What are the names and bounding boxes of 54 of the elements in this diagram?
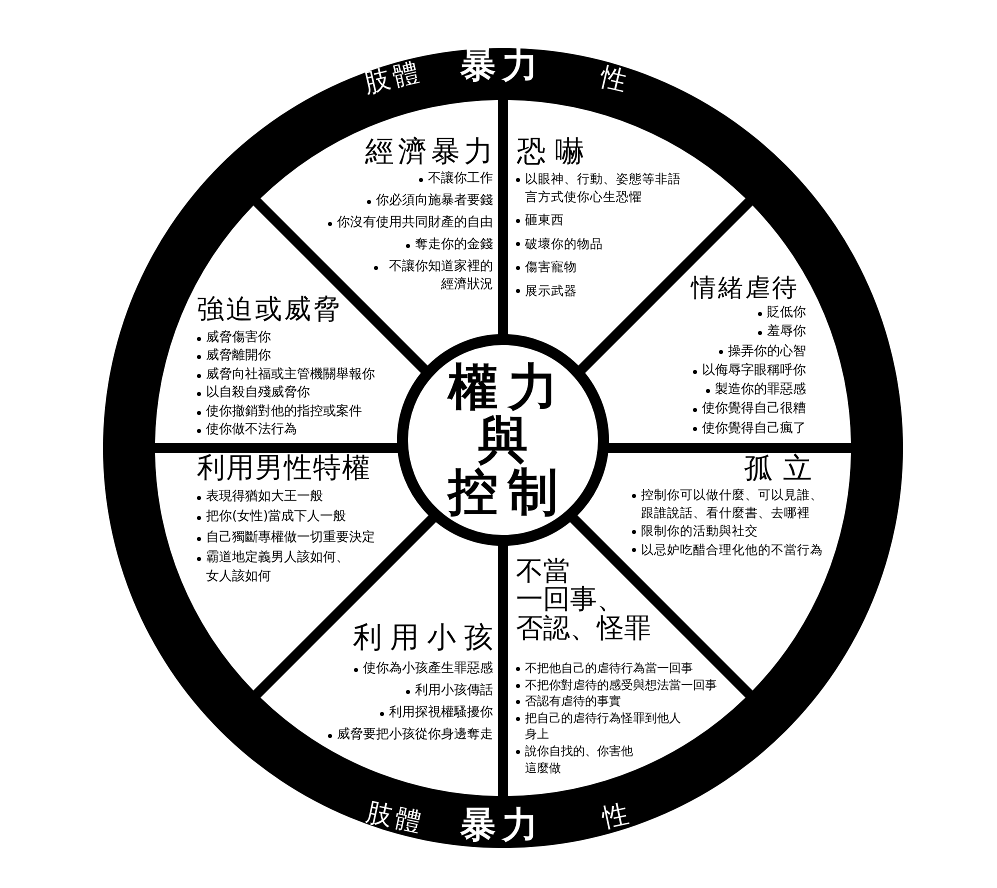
sector-heading: 孤立 bbox=[744, 453, 822, 485]
bullet-item: 製造你的罪惡感 bbox=[704, 381, 806, 400]
bullet-item: 使你撤銷對他的指控或案件 bbox=[195, 402, 362, 422]
sector-heading: 經濟暴力 bbox=[365, 136, 497, 168]
bullet-item: 不讓你知道家裡的經濟狀況 bbox=[372, 258, 493, 294]
bullet-item: 表現得猶如大王一般 bbox=[195, 488, 323, 506]
ring-label: 肢體 bbox=[364, 799, 426, 837]
bullet-item: 使你覺得自己很糟 bbox=[691, 400, 806, 419]
ring-label: 暴力 bbox=[460, 808, 544, 844]
bullet-item: 不讓你工作 bbox=[417, 170, 493, 188]
sector-heading: 強迫或威脅 bbox=[197, 295, 342, 325]
bullet-item: 奪走你的金錢 bbox=[404, 236, 493, 254]
sector-heading: 利用男性特權 bbox=[197, 453, 371, 484]
ring-label: 暴力 bbox=[460, 48, 544, 84]
center-title: 權力與控制 bbox=[448, 361, 568, 519]
bullet-item: 貶低你 bbox=[756, 304, 806, 322]
ring-label: 肢體 bbox=[362, 58, 424, 98]
bullet-item: 自己獨斷專權做一切重要決定 bbox=[195, 528, 375, 548]
bullet-item: 威脅離開你 bbox=[195, 347, 271, 366]
sector-heading: 情緒虐待 bbox=[691, 274, 799, 302]
bullet-item: 以眼神、行動、姿態等非語言方式使你心生恐懼 bbox=[514, 170, 692, 205]
bullet-item: 利用探視權騷擾你 bbox=[378, 704, 493, 722]
sector-heading: 利用小孩 bbox=[353, 622, 501, 654]
bullet-item: 羞辱你 bbox=[756, 323, 806, 342]
bullet-item: 控制你可以做什麼、可以見誰、跟誰說話、看什麼書、去哪裡 bbox=[630, 486, 826, 521]
ring-label: 性 bbox=[600, 800, 634, 832]
bullet-item: 使你做不法行為 bbox=[195, 421, 297, 440]
bullet-item: 利用小孩傳話 bbox=[404, 682, 493, 700]
bullet-item: 使你覺得自己瘋了 bbox=[691, 420, 806, 438]
bullet-item: 你沒有使用共同財產的自由 bbox=[326, 214, 493, 232]
bullet-item: 否認有虐待的事實 bbox=[514, 693, 621, 710]
sector-heading: 不當一回事、否認、怪罪 bbox=[516, 558, 651, 644]
bullet-item: 霸道地定義男人該如何、女人該如何 bbox=[195, 549, 355, 586]
bullet-item: 破壞你的物品 bbox=[514, 234, 603, 252]
ring-label: 性 bbox=[598, 64, 632, 96]
bullet-item: 限制你的活動與社交 bbox=[630, 522, 758, 540]
bullet-item: 傷害寵物 bbox=[514, 258, 577, 276]
bullet-item: 威脅要把小孩從你身邊奪走 bbox=[326, 726, 493, 744]
bullet-item: 操弄你的心智 bbox=[717, 342, 806, 361]
bullet-item: 砸東西 bbox=[514, 211, 564, 228]
bullet-item: 展示武器 bbox=[514, 282, 577, 299]
bullet-item: 不把你對虐待的感受與想法當一回事 bbox=[514, 676, 717, 694]
bullet-item: 以忌妒吃醋合理化他的不當行為 bbox=[630, 540, 823, 558]
bullet-item: 你必須向施暴者要錢 bbox=[365, 192, 493, 210]
sector-heading: 恐嚇 bbox=[517, 136, 593, 168]
bullet-item: 威脅向社福或主管機關舉報你 bbox=[195, 366, 375, 384]
bullet-item: 把你(女性)當成下人一般 bbox=[195, 508, 346, 527]
bullet-item: 以自殺自殘威脅你 bbox=[195, 384, 310, 403]
bullet-item: 說你自找的、你害他這麼做 bbox=[514, 742, 639, 776]
bullet-item: 把自己的虐待行為怪罪到他人身上 bbox=[514, 710, 684, 744]
bullet-item: 使你為小孩產生罪惡感 bbox=[352, 660, 493, 678]
bullet-item: 不把他自己的虐待行為當一回事 bbox=[514, 660, 693, 677]
bullet-item: 以侮辱字眼稱呼你 bbox=[691, 362, 806, 380]
bullet-item: 威脅傷害你 bbox=[195, 329, 271, 348]
